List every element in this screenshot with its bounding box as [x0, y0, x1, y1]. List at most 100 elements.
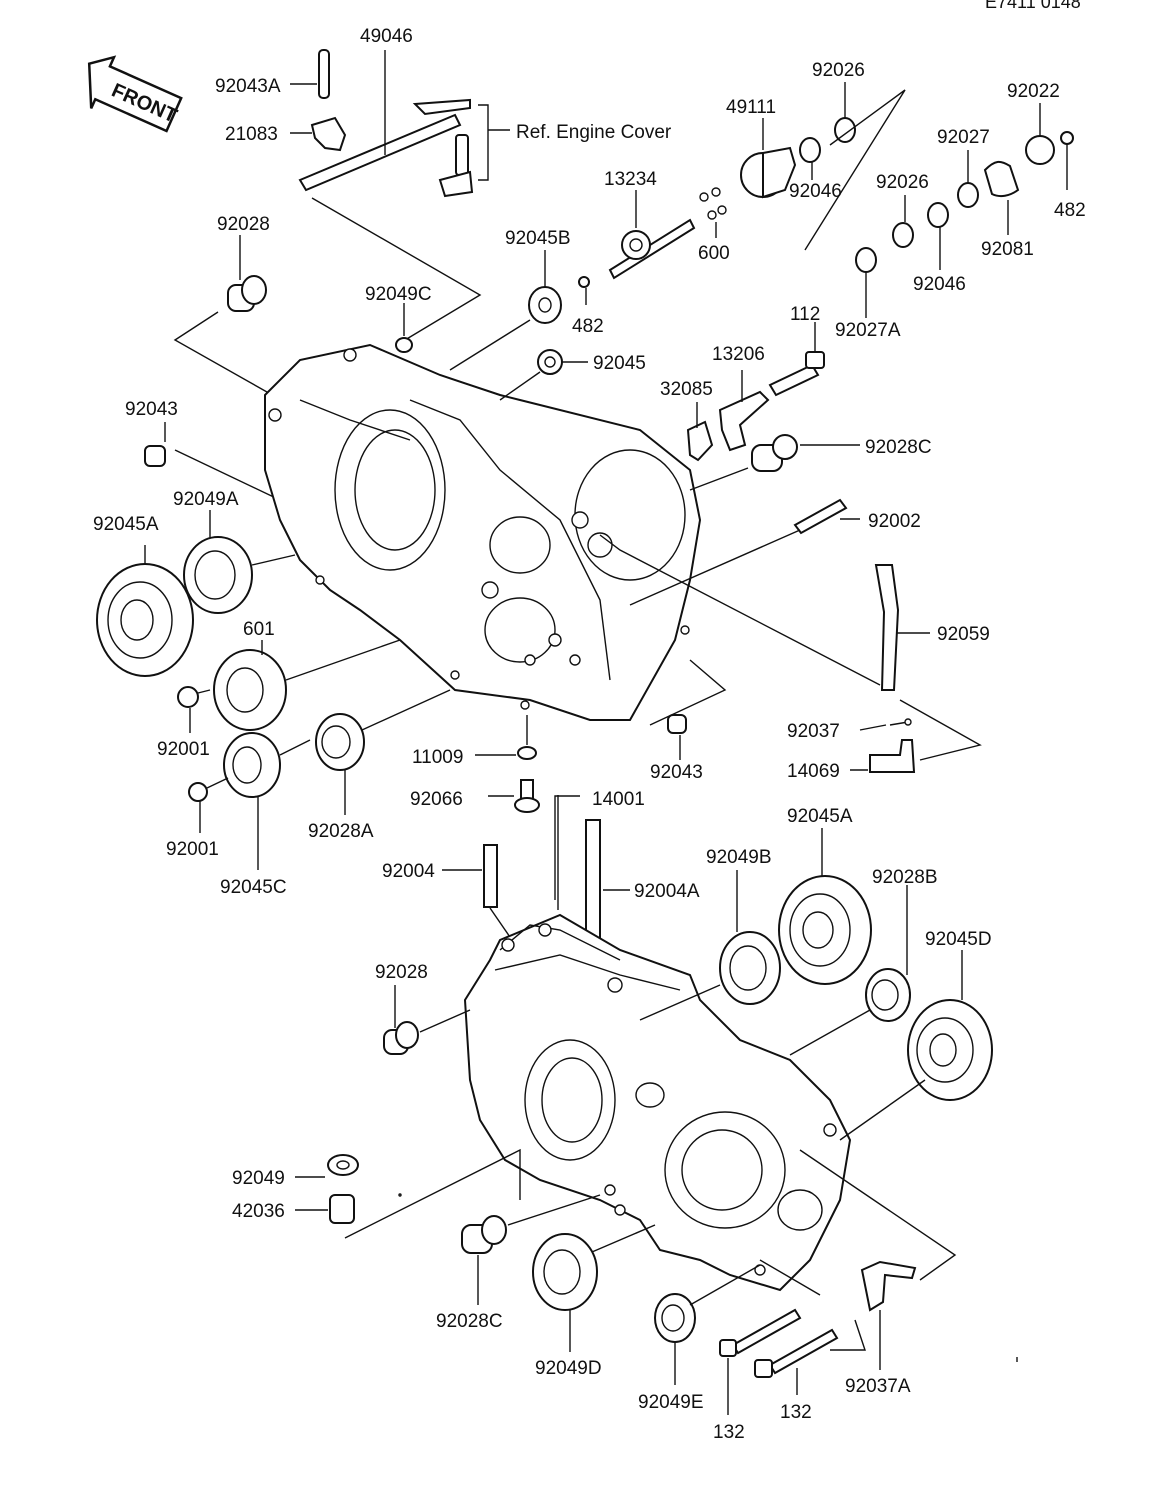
lever-21083 [310, 116, 347, 152]
plug-92028-bottom [383, 985, 471, 1055]
bearing-92045A-right [778, 828, 872, 985]
pin-92043A [318, 49, 330, 99]
crankcase-left-half [463, 913, 852, 1292]
label-132-a: 132 [713, 1422, 745, 1443]
label-49046: 49046 [360, 26, 413, 47]
bolt-92001-b [188, 777, 229, 833]
label-92049: 92049 [232, 1168, 285, 1189]
label-92046-a: 92046 [789, 181, 842, 202]
seal-92049A [183, 510, 296, 614]
label-92028A: 92028A [308, 821, 374, 842]
plug-92028C-bottom [461, 1194, 601, 1305]
label-92028B: 92028B [872, 867, 938, 888]
label-92049B: 92049B [706, 847, 772, 868]
label-92066: 92066 [410, 789, 463, 810]
label-92081: 92081 [981, 239, 1034, 260]
dowel-92043-left [144, 422, 281, 501]
label-601: 601 [243, 619, 275, 640]
label-92045A-left: 92045A [93, 514, 159, 535]
label-92045: 92045 [593, 353, 646, 374]
label-13234: 13234 [604, 169, 657, 190]
label-92037: 92037 [787, 721, 840, 742]
label-92049D: 92049D [535, 1358, 602, 1379]
label-92026-b: 92026 [876, 172, 929, 193]
label-600: 600 [698, 243, 730, 264]
seal-92049B [639, 870, 781, 1021]
lever-32085 [686, 420, 714, 462]
seal-92049D [532, 1224, 656, 1352]
shift-drum-parts [740, 82, 1074, 318]
label-92049C: 92049C [365, 284, 432, 305]
seal-92049E [654, 1264, 761, 1385]
label-14001: 14001 [592, 789, 645, 810]
label-42036: 42036 [232, 1201, 285, 1222]
label-92028C-bottom: 92028C [436, 1311, 503, 1332]
seal-92049C [395, 337, 413, 353]
dowel-92043-mid [667, 714, 687, 734]
bearing-601 [213, 639, 401, 731]
label-11009: 11009 [412, 747, 463, 768]
plug-92028C-top [689, 434, 860, 491]
label-92049A: 92049A [173, 489, 239, 510]
label-14069: 14069 [787, 761, 840, 782]
92046-b [927, 202, 949, 228]
92046-a [799, 137, 821, 163]
spring-92081 [983, 160, 1020, 198]
hose-92059 [874, 564, 900, 691]
label-482-right: 482 [1054, 200, 1086, 221]
washer-92022 [1025, 135, 1055, 165]
bolt-112 [768, 363, 820, 397]
shift-shaft-group [290, 49, 510, 341]
bolt-132-a [719, 1308, 802, 1415]
label-92028-bottom: 92028 [375, 962, 428, 983]
label-92043-mid: 92043 [650, 762, 703, 783]
stopper-13206 [718, 390, 770, 452]
label-92026-a: 92026 [812, 60, 865, 81]
92027 [957, 182, 979, 208]
bolt-132-b [754, 1319, 866, 1395]
label-92043-left: 92043 [125, 399, 178, 420]
crankcase-right-half [264, 343, 702, 721]
label-92004A: 92004A [634, 881, 700, 902]
ref-engine-cover-note: Ref. Engine Cover [516, 122, 672, 143]
circlip-482-mid [578, 276, 590, 288]
bearing-92028A [315, 689, 451, 815]
label-92002: 92002 [868, 511, 921, 532]
washer-11009 [517, 746, 537, 760]
label-49111: 49111 [726, 97, 776, 118]
bearing-92045A-left [96, 545, 194, 677]
label-92049E: 92049E [638, 1392, 704, 1413]
screw-92002 [793, 498, 848, 535]
label-92045B: 92045B [505, 228, 571, 249]
label-482-mid: 482 [572, 316, 604, 337]
label-92027A: 92027A [835, 320, 901, 341]
label-92004: 92004 [382, 861, 435, 882]
diagram-code: E7411 0148 [985, 0, 1081, 12]
label-13206: 13206 [712, 344, 765, 365]
fitting-14069 [869, 739, 916, 773]
clamp-92037A [799, 1149, 957, 1370]
stud-92004 [442, 844, 513, 941]
label-112: 112 [790, 304, 820, 325]
plug-92028-top [173, 235, 291, 406]
92027A [855, 247, 877, 273]
label-92027: 92027 [937, 127, 990, 148]
label-92028-top: 92028 [217, 214, 270, 235]
circlip-482-right [1060, 131, 1074, 145]
label-92043A: 92043A [215, 76, 281, 97]
92026-b [892, 222, 914, 248]
label-21083: 21083 [225, 124, 278, 145]
label-92028C-top: 92028C [865, 437, 932, 458]
stud-92004A [585, 819, 630, 951]
front-arrow-icon: FRONT [87, 55, 183, 133]
bearing-92045C [223, 732, 311, 870]
collar-42036 [329, 1194, 355, 1224]
label-92059: 92059 [937, 624, 990, 645]
bolt-92001-a [177, 686, 211, 733]
gear-13234 [608, 190, 696, 280]
label-92046-b: 92046 [913, 274, 966, 295]
label-92045A-right: 92045A [787, 806, 853, 827]
label-92001-a: 92001 [157, 739, 210, 760]
label-92001-b: 92001 [166, 839, 219, 860]
